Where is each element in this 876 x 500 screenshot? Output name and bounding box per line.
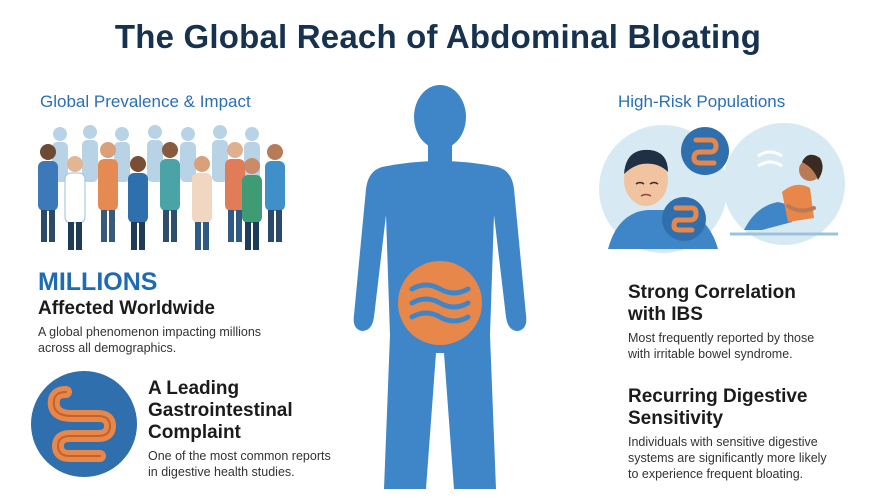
sensitivity-desc-line3: to experience frequent bloating. (628, 467, 804, 481)
sensitivity-desc-line1: Individuals with sensitive digestive (628, 435, 818, 449)
ibs-line1: Strong Correlation (628, 282, 796, 303)
complaint-desc-line1: One of the most common reports (148, 449, 331, 463)
crowd-illustration (38, 125, 285, 250)
complaint-line2: Gastrointestinal (148, 400, 293, 421)
sensitivity-line1: Recurring Digestive (628, 386, 808, 407)
body-silhouette (353, 85, 527, 489)
sensitivity-desc-line2: systems are significantly more likely (628, 451, 827, 465)
complaint-line1: A Leading (148, 378, 240, 399)
complaint-line3: Complaint (148, 422, 241, 443)
sensitivity-line2: Sensitivity (628, 408, 724, 429)
stat-big-text: MILLIONS (38, 268, 158, 296)
stat-desc-line2: across all demographics. (38, 341, 177, 355)
reclining-woman-illustration (723, 123, 845, 245)
stat-desc-line1: A global phenomenon impacting millions (38, 325, 262, 339)
page-title: The Global Reach of Abdominal Bloating (114, 18, 762, 55)
stat-label: Affected Worldwide (38, 298, 215, 319)
intestine-icon (31, 371, 137, 477)
ibs-desc-line2: with irritable bowel syndrome. (628, 347, 793, 361)
ibs-line2: with IBS (628, 304, 703, 325)
complaint-desc-line2: in digestive health studies. (148, 465, 295, 479)
left-section-heading: Global Prevalence & Impact (40, 92, 251, 111)
ibs-desc-line1: Most frequently reported by those (628, 331, 815, 345)
right-section-heading: High-Risk Populations (618, 92, 786, 111)
intestine-badge-icon (681, 127, 729, 175)
bloating-wave-icon (398, 261, 482, 345)
